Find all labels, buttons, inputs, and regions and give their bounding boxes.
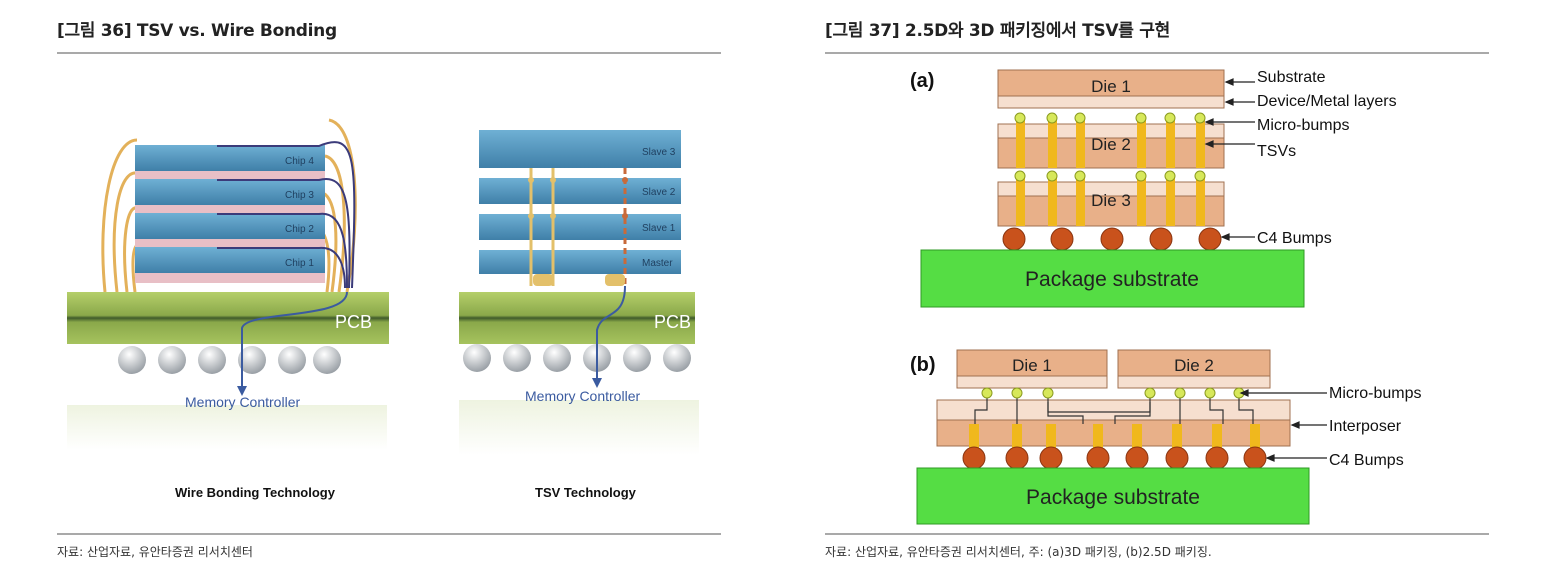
package-substrate-b [916,467,1310,525]
package-substrate-a-label: Package substrate [1025,268,1199,291]
chip-3-label: Chip 3 [285,190,314,201]
figure-37-title: [그림 37] 2.5D와 3D 패키징에서 TSV를 구현 [825,21,1170,41]
tsv-memory-controller-label: Memory Controller [525,388,640,404]
wire-bonding-caption: Wire Bonding Technology [175,485,336,500]
panel-b-25d-packaging: (b) Die 1 Die 2 [910,349,1421,525]
die-2-b [1117,349,1271,377]
figure-36-title: [그림 36] TSV vs. Wire Bonding [57,21,337,41]
micro-bumps-b [981,387,1245,399]
die-2-b-label: Die 2 [1174,356,1214,375]
label-interposer: Interposer [1329,418,1402,435]
master-layer [479,250,681,274]
slave-3-layer [479,130,681,168]
chip-2-label: Chip 2 [285,224,314,235]
die-1-b-label: Die 1 [1012,356,1052,375]
slave-3-label: Slave 3 [642,147,676,158]
bottom-rule-left [57,533,721,535]
source-note-left: 자료: 산업자료, 유안타증권 리서치센터 [57,545,253,559]
die-2 [997,137,1225,169]
chip-3 [135,179,325,205]
package-substrate-a [920,249,1305,308]
tsv-pcb-board [459,292,695,344]
figure-37-diagram: (a) Die 1 Die 2 Die 3 [910,69,1421,525]
c4-bumps-a [1002,227,1222,251]
pcb-board [67,292,389,344]
interposer [936,419,1291,447]
die-3-label: Die 3 [1091,191,1131,210]
bottom-rule-right [825,533,1489,535]
label-micro-bumps-a: Micro-bumps [1257,117,1349,134]
label-micro-bumps-b: Micro-bumps [1329,385,1421,402]
chip-2 [135,213,325,239]
solder-balls [118,346,341,374]
die-2-label: Die 2 [1091,135,1131,154]
top-rule-left [57,52,721,54]
chip-1 [135,247,325,273]
die-1 [997,69,1225,97]
die-1-label: Die 1 [1091,77,1131,96]
source-note-right: 자료: 산업자료, 유안타증권 리서치센터, 주: (a)3D 패키징, (b)… [825,545,1212,559]
package-substrate-b-label: Package substrate [1026,486,1200,509]
micro-bumps-a [1014,112,1206,182]
label-c4-bumps-a: C4 Bumps [1257,230,1332,247]
slave-2-layer [479,178,681,204]
interposer-top [936,399,1291,421]
slave-1-label: Slave 1 [642,223,676,234]
label-tsvs: TSVs [1257,143,1296,160]
wire-bonding-stack: Chip 4 Chip 3 Chip 2 Chip 1 PCB Memory C… [67,118,389,500]
tsv-solder-balls [463,344,691,372]
label-substrate: Substrate [1257,69,1326,86]
tsv-stack: Slave 3 Slave 2 Slave 1 Master PCB Memor… [459,130,699,500]
top-rule-right [825,52,1489,54]
c4-bumps-b [962,446,1267,470]
tsv-pillars-b [969,424,1260,454]
master-label: Master [642,258,673,269]
chip-1-label: Chip 1 [285,258,314,269]
memory-controller-label: Memory Controller [185,394,300,410]
chip-4-label: Chip 4 [285,156,314,167]
pcb-label: PCB [335,312,372,332]
tsv-pillars-a [1016,120,1205,226]
label-c4-bumps-b: C4 Bumps [1329,452,1404,469]
panel-a-3d-packaging: (a) Die 1 Die 2 Die 3 [910,69,1397,308]
slave-2-label: Slave 2 [642,187,676,198]
panel-a-tag: (a) [910,70,934,92]
die-3 [997,195,1225,227]
tsv-caption: TSV Technology [535,485,637,500]
slave-1-layer [479,214,681,240]
die-1-b [956,349,1108,377]
tsv-pcb-label: PCB [654,312,691,332]
panel-b-tag: (b) [910,354,936,376]
chip-4 [135,145,325,171]
label-device-metal-layers: Device/Metal layers [1257,93,1397,110]
figure-36-diagram: Chip 4 Chip 3 Chip 2 Chip 1 PCB Memory C… [67,118,699,500]
